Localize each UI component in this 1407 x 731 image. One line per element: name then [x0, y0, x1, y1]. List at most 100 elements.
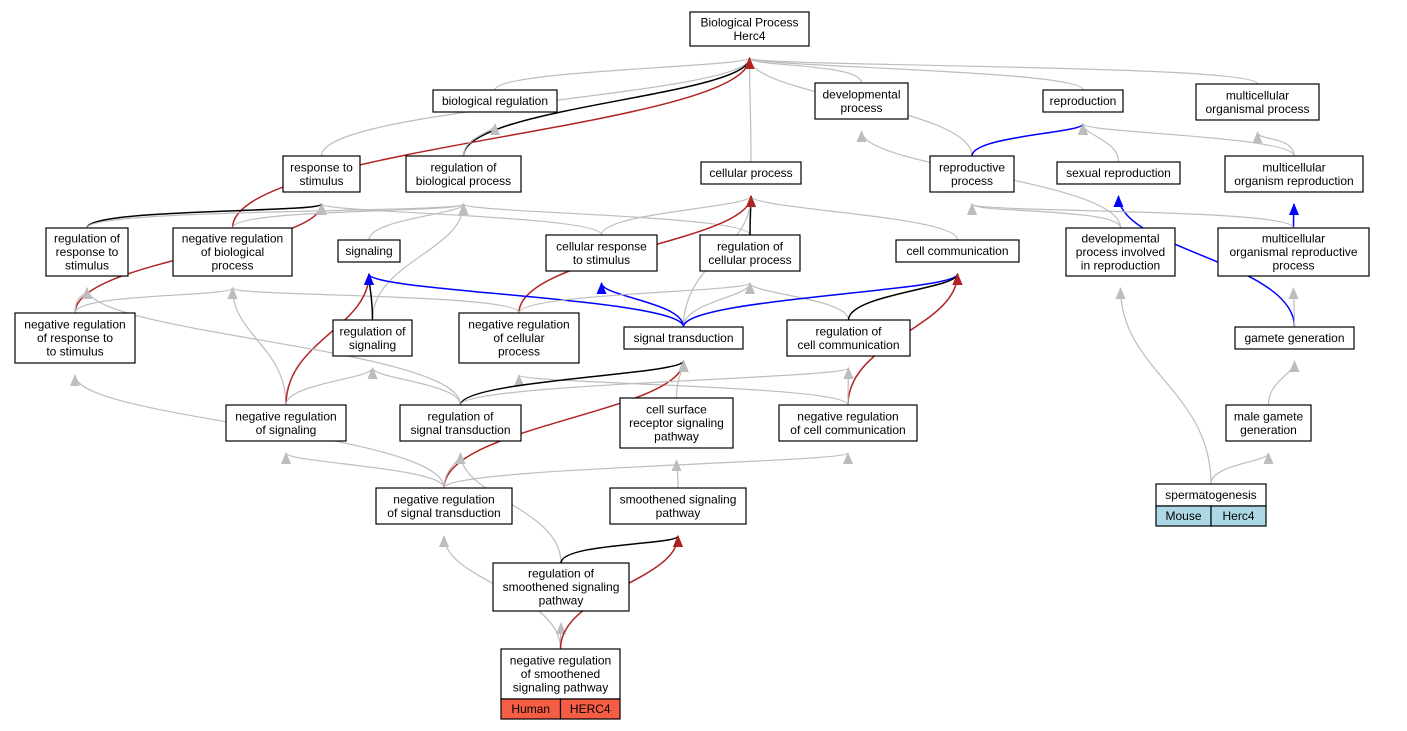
- node-box: [1195, 83, 1320, 121]
- node-box: [689, 11, 810, 47]
- node-box: [814, 82, 909, 120]
- node-label-line: pathway: [539, 594, 584, 608]
- node-box: [405, 155, 522, 193]
- node-label-line: regulation of: [339, 324, 406, 338]
- node-reproduction[interactable]: reproduction: [1042, 89, 1124, 113]
- node-cell-communication[interactable]: cell communication: [895, 239, 1020, 263]
- node-label-line: reproduction: [1050, 94, 1117, 108]
- node-label-line: negative regulation: [24, 318, 125, 332]
- node-label-line: biological process: [416, 174, 511, 188]
- node-label-line: negative regulation: [182, 232, 283, 246]
- edge-spermatogenesis-to-male-gamete-generation: [1210, 452, 1274, 485]
- node-label-line: response to: [290, 160, 353, 174]
- node-box: [1042, 89, 1124, 113]
- node-box: [700, 161, 802, 185]
- edge-multicellular-organismal-reproductive-process-to-multicellular-organism-reproduction: [1288, 203, 1299, 229]
- edge-regulation-of-signal-transduction-to-regulation-of-signaling: [367, 367, 462, 406]
- node-label-line: of signaling: [256, 423, 317, 437]
- edge-regulation-of-signal-transduction-to-signal-transduction: [459, 360, 689, 406]
- node-box: [172, 227, 293, 277]
- edge-developmental-process-involved-in-reproduction-to-reproductive-process: [967, 203, 1122, 229]
- node-label-line: signaling pathway: [513, 681, 608, 695]
- edge-negative-regulation-of-signal-transduction-to-negative-regulation-of-signaling: [281, 452, 445, 489]
- node-label-line: in reproduction: [1081, 259, 1160, 273]
- node-signaling[interactable]: signaling: [337, 239, 401, 263]
- edge-negative-regulation-of-biological-process-to-regulation-of-biological-process: [231, 203, 469, 229]
- node-label-line: of signal transduction: [387, 506, 500, 520]
- node-gamete-generation[interactable]: gamete generation: [1234, 326, 1355, 350]
- node-label-line: signaling: [349, 338, 396, 352]
- node-label-line: cellular process: [708, 253, 791, 267]
- node-cellular-process[interactable]: cellular process: [700, 161, 802, 185]
- annotation-gene-label: Herc4: [1222, 509, 1254, 523]
- edge-multicellular-organism-reproduction-to-reproduction: [1078, 123, 1295, 157]
- node-signal-transduction[interactable]: signal transduction: [623, 326, 744, 350]
- node-label-line: reproductive: [939, 160, 1005, 174]
- node-label-line: organismal process: [1205, 102, 1309, 116]
- node-box: [609, 487, 747, 525]
- node-box: [500, 648, 621, 700]
- node-label-line: regulation of: [430, 160, 497, 174]
- edge-negative-regulation-of-signal-transduction-to-negative-regulation-of-cell-communication: [443, 452, 853, 489]
- node-label-line: regulation of: [815, 324, 882, 338]
- node-box: [492, 562, 630, 612]
- edge-male-gamete-generation-to-gamete-generation: [1267, 360, 1300, 406]
- node-label-line: developmental: [822, 87, 900, 101]
- node-label-line: process: [840, 101, 882, 115]
- node-label-line: regulation of: [528, 567, 595, 581]
- node-label-line: smoothened signaling: [503, 580, 620, 594]
- node-label-line: multicellular: [1262, 232, 1325, 246]
- node-label-line: organism reproduction: [1234, 174, 1353, 188]
- node-label-line: developmental: [1081, 232, 1159, 246]
- node-biological-regulation[interactable]: biological regulation: [432, 89, 558, 113]
- node-label-line: of cell communication: [790, 423, 905, 437]
- node-box: [337, 239, 401, 263]
- annotation-species-label: Mouse: [1165, 509, 1201, 523]
- node-label-line: stimulus: [299, 174, 343, 188]
- node-box: [14, 312, 136, 364]
- edge-negative-regulation-of-cellular-process-to-negative-regulation-of-biological-process: [227, 287, 520, 314]
- node-sexual-reproduction[interactable]: sexual reproduction: [1056, 161, 1181, 185]
- node-label-line: gamete generation: [1244, 331, 1344, 345]
- node-box: [545, 234, 658, 272]
- node-box: [778, 404, 918, 442]
- edge-reproductive-process-to-reproduction: [971, 123, 1088, 157]
- node-label-line: negative regulation: [235, 409, 336, 423]
- node-label-line: generation: [1240, 423, 1297, 437]
- node-label-line: negative regulation: [510, 654, 611, 668]
- node-label-line: process: [211, 259, 253, 273]
- edge-multicellular-organismal-process-to-root: [745, 57, 1259, 85]
- node-box: [1225, 404, 1312, 442]
- node-label-line: cell communication: [906, 244, 1008, 258]
- node-label-line: process involved: [1076, 245, 1165, 259]
- edge-reproduction-to-root: [744, 57, 1084, 91]
- annotation-species-label: Human: [511, 702, 550, 716]
